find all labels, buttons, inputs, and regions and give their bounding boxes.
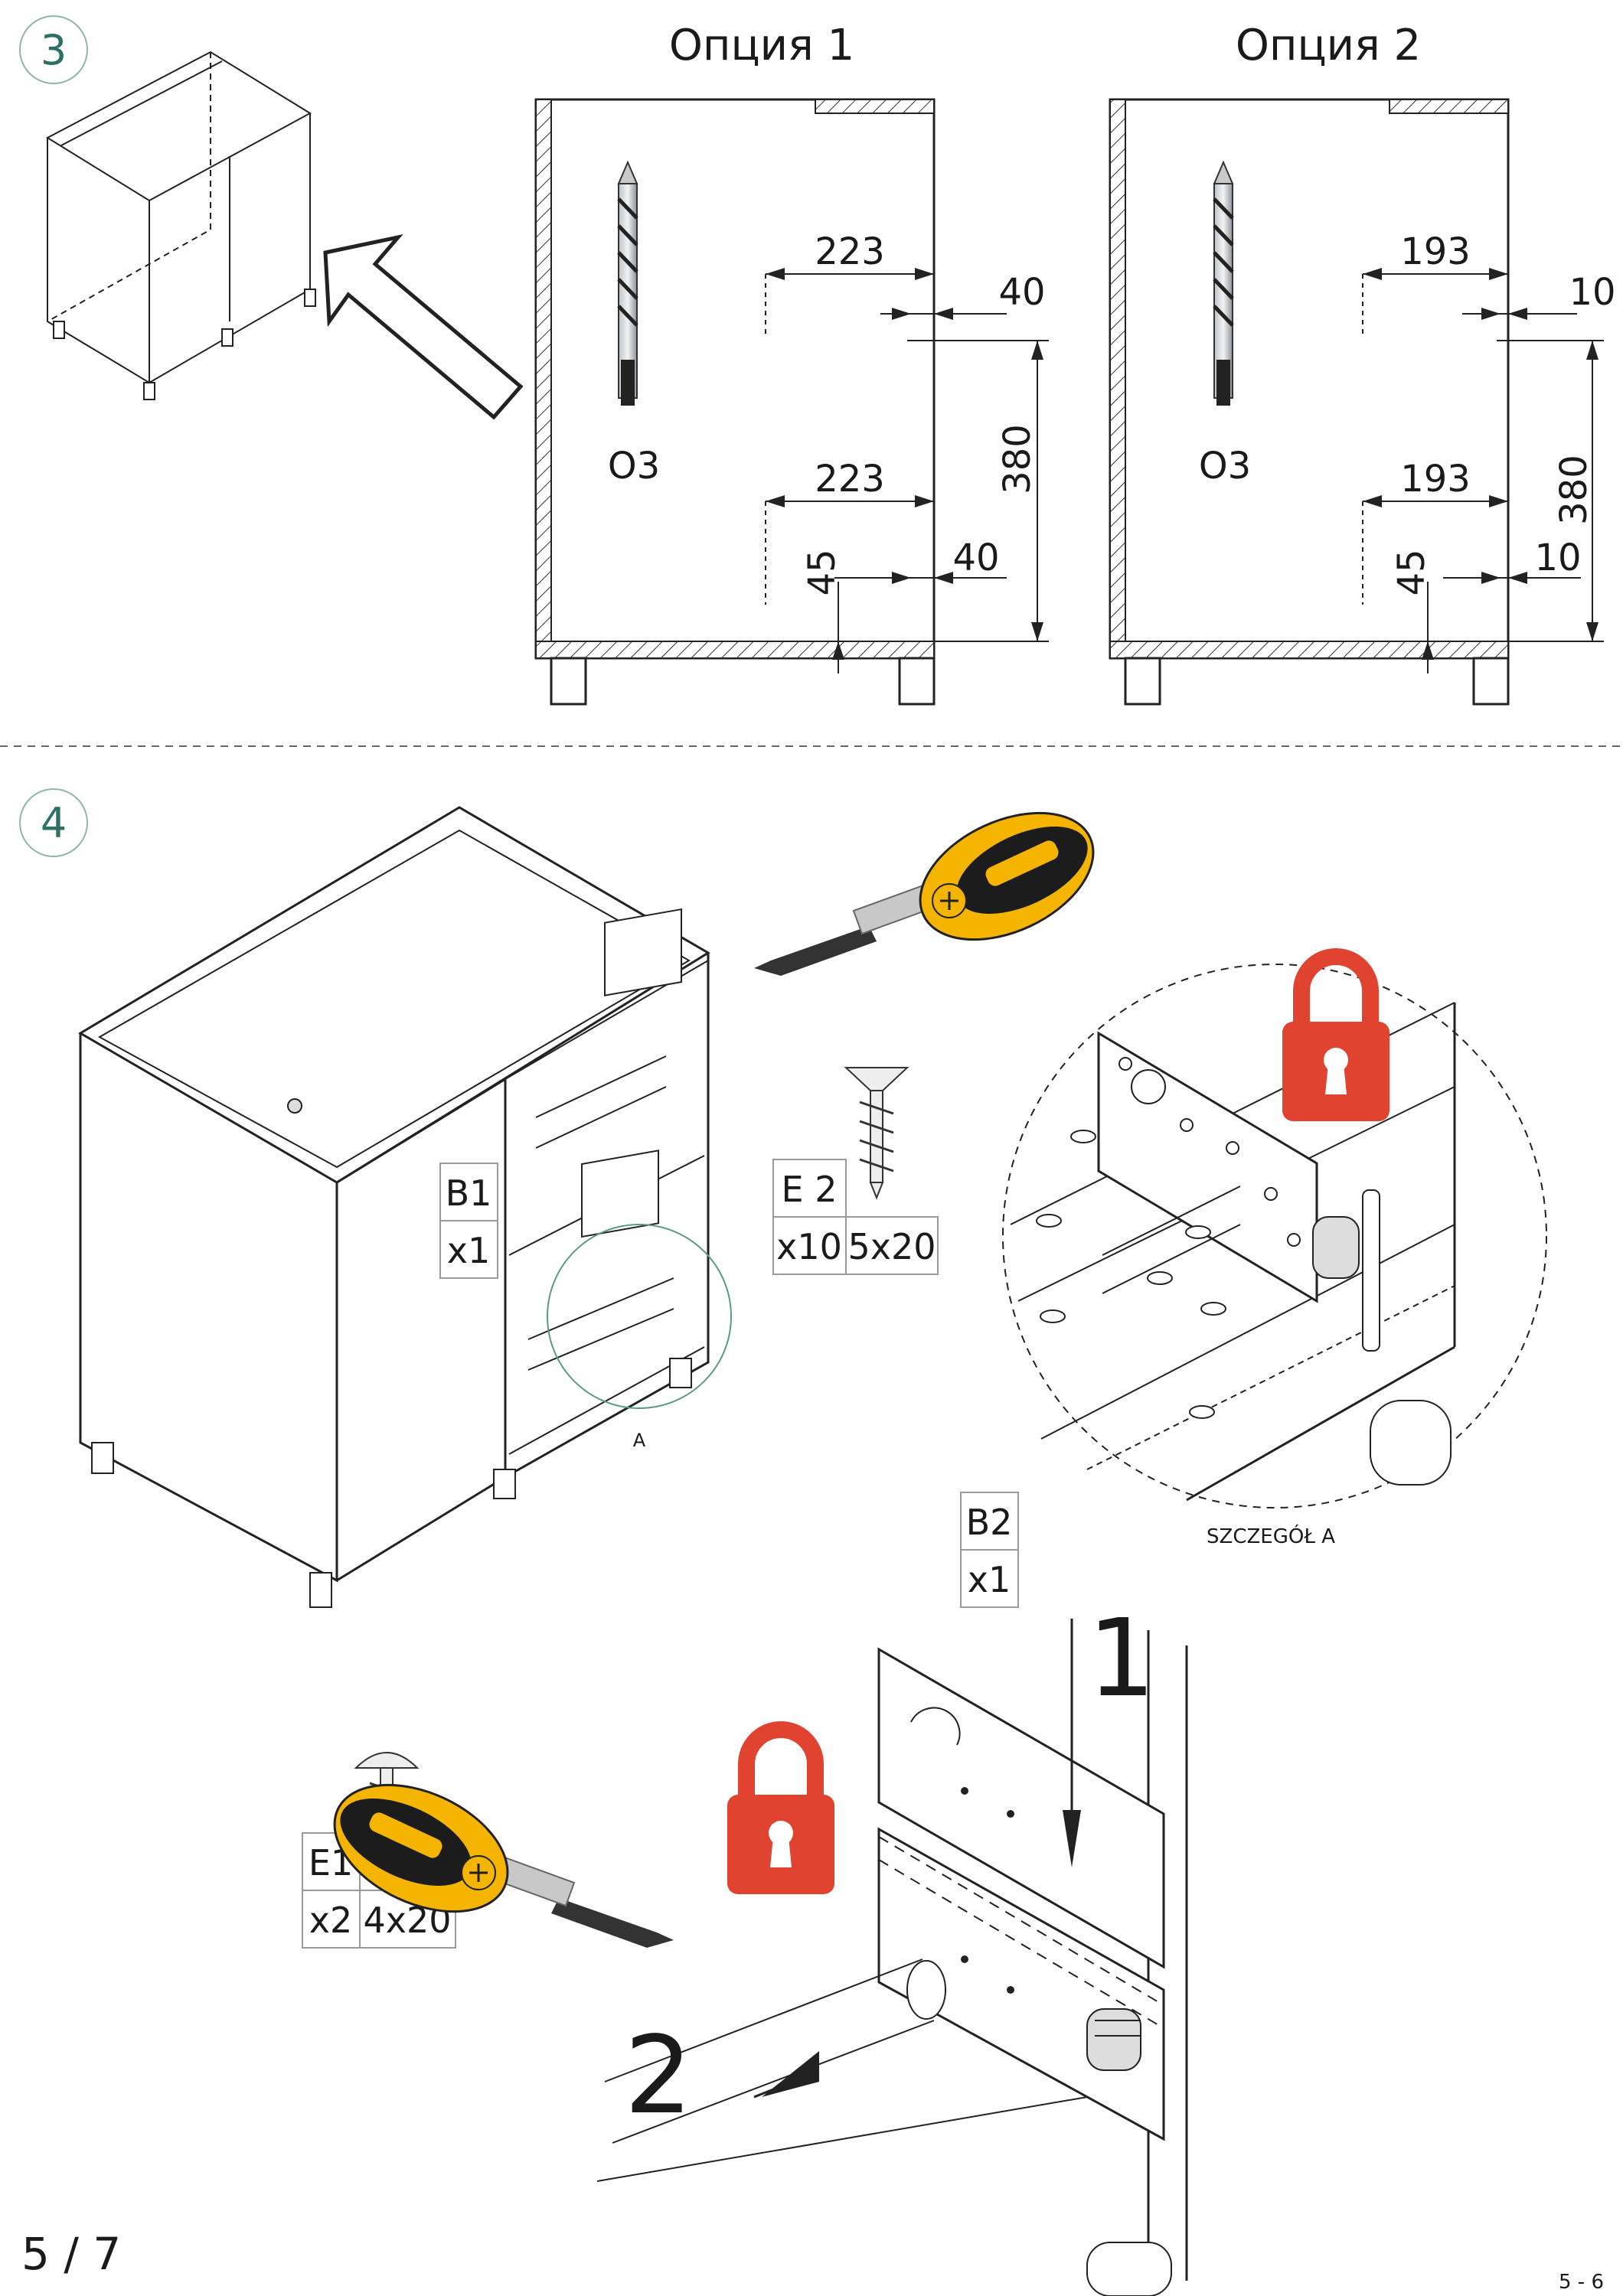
option-2-title: Опция 2 <box>1236 21 1421 70</box>
option-1-title: Опция 1 <box>669 21 854 70</box>
option-1-upper-offset: 40 <box>998 271 1045 314</box>
part-e2-table: E 2 x10 5x20 <box>772 1159 939 1275</box>
hinge-assembly-illustration <box>596 1619 1188 2296</box>
part-b1-qty: x1 <box>447 1230 491 1271</box>
part-b1-table: B1 x1 <box>439 1163 498 1279</box>
part-b2-qty: x1 <box>968 1559 1011 1600</box>
option-2-upper-horizontal: 193 <box>1400 230 1471 273</box>
option-1-drill-size: O3 <box>608 445 660 488</box>
detail-marker: A <box>633 1430 646 1451</box>
option-2-drill-size: O3 <box>1199 445 1251 488</box>
part-b1-name: B1 <box>446 1172 492 1214</box>
option-2-bottom-height: 45 <box>1390 549 1433 595</box>
lock-icon <box>727 1730 834 1894</box>
option-2-panel: Опция 2 O3 193 10 193 10 45 3 <box>1109 21 1616 706</box>
part-e1-qty: x2 <box>309 1900 353 1941</box>
page-number: 5 / 7 <box>21 2228 121 2280</box>
part-b2-table: B2 x1 <box>960 1492 1019 1608</box>
document-code: 5 - 6 <box>1559 2271 1604 2294</box>
part-b2-name: B2 <box>966 1502 1013 1543</box>
part-e2-size: 5x20 <box>847 1226 936 1267</box>
screw-icon <box>844 1066 909 1199</box>
step3-number: 3 <box>41 26 67 74</box>
option-1-lower-offset: 40 <box>952 536 999 579</box>
cabinet-illustration: A <box>78 806 732 1608</box>
part-e2-qty: x10 <box>776 1226 842 1267</box>
step3-badge: 3 <box>19 15 88 84</box>
option-1-bottom-height: 45 <box>801 549 844 595</box>
screwdriver-icon <box>753 786 1115 977</box>
detail-a-circle <box>547 1224 732 1409</box>
option-1-lower-horizontal: 223 <box>815 458 885 501</box>
part-e2-name: E 2 <box>782 1169 838 1210</box>
option-1-upper-horizontal: 223 <box>815 230 885 273</box>
detail-caption: SZCZEGÓŁ A <box>1207 1524 1335 1548</box>
arrow-icon <box>323 234 524 420</box>
step4-number: 4 <box>41 799 67 847</box>
step4-badge: 4 <box>19 788 88 857</box>
sub-step-1: 1 <box>1087 1596 1155 1721</box>
cabinet-frame-sketch <box>45 51 316 400</box>
option-1-panel: Опция 1 O3 223 40 223 40 45 <box>534 21 1049 706</box>
option-2-lower-offset: 10 <box>1534 536 1581 579</box>
drill-bit-icon <box>1214 162 1233 406</box>
sub-step-2: 2 <box>624 2014 692 2138</box>
option-2-vertical: 380 <box>1553 455 1595 525</box>
option-1-vertical: 380 <box>996 424 1039 494</box>
option-2-lower-horizontal: 193 <box>1400 458 1471 501</box>
option-2-upper-offset: 10 <box>1569 271 1615 314</box>
drill-bit-icon <box>619 162 637 406</box>
detail-a-zoom: SZCZEGÓŁ A <box>1002 964 1547 1548</box>
